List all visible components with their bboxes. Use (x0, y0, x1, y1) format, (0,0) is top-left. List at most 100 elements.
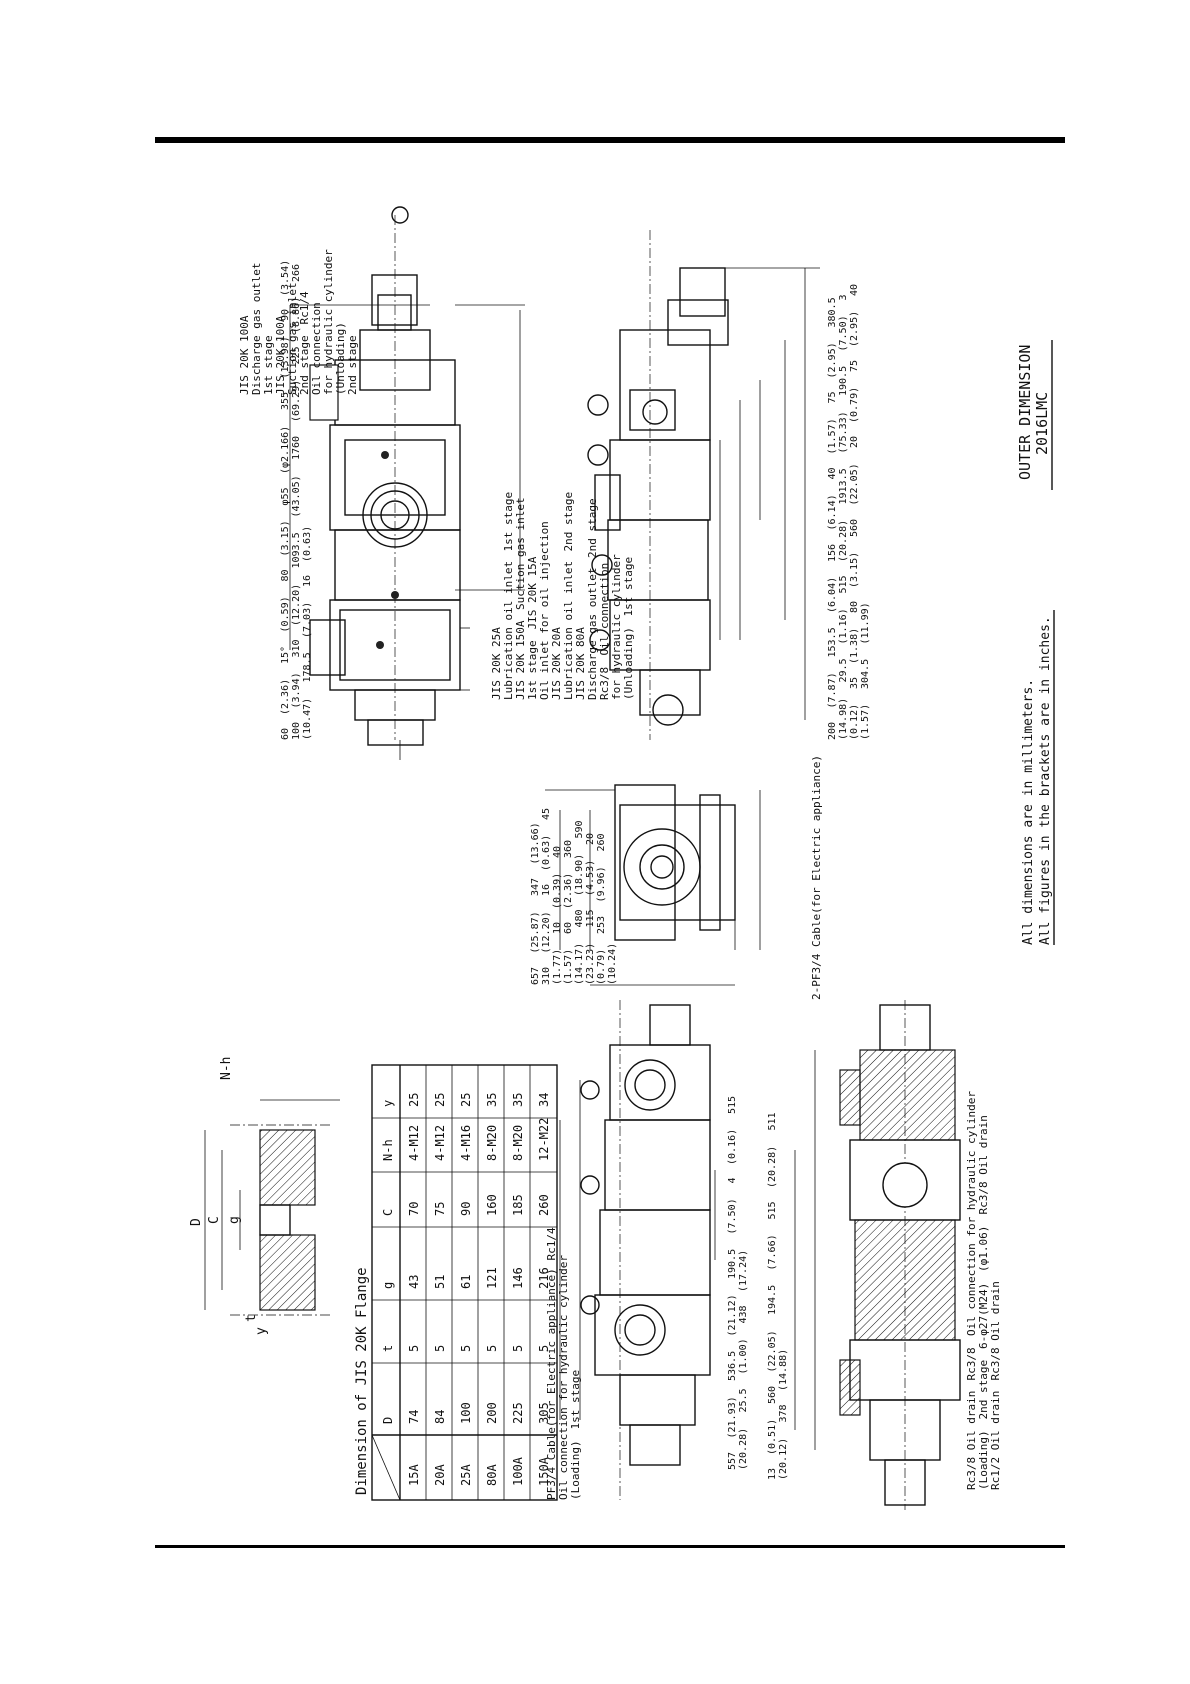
bottom-view-dim: (20.28) (738, 1428, 749, 1470)
end-view-dim: (18.90) (574, 854, 585, 896)
top-view-dim: (8.86) (291, 297, 302, 333)
side-view-label: Suction gas inlet (514, 497, 527, 610)
top-view-dim: (φ2.166) (280, 426, 291, 474)
flange-detail-label: D (189, 1218, 204, 1226)
flange-table-cell: 84 (433, 1410, 447, 1424)
end-view-dim: (0.79) (596, 949, 607, 985)
end-view-dim: (23.23) (585, 943, 596, 985)
flange-table-cell: 12-M22 (537, 1118, 551, 1161)
bottom-view-annotations: PF3/4 Cable(for Electric appliance)Rc1/4… (545, 1227, 582, 1500)
side-view-dim: (3.15) (849, 552, 860, 588)
side-view-label: for hydraulic cylinder (610, 554, 623, 700)
flange-detail (204, 1099, 340, 1316)
flange-table-cell: 100A (511, 1456, 525, 1486)
flange-detail-label: y (254, 1327, 269, 1335)
section-view-label: Rc3/8 Oil drain (989, 1281, 1002, 1380)
end-view-annotations: 2-PF3/4 Cable(for Electric appliance) (810, 755, 823, 1000)
side-view-dim: (7.50) (838, 315, 849, 351)
flange-table-cell: 146 (511, 1267, 525, 1289)
flange-table-cell: 225 (511, 1402, 525, 1424)
top-view-dim: 80 (280, 569, 291, 581)
flange-table-cell: 25 (433, 1093, 447, 1107)
flange-table-cell: 150A (537, 1456, 551, 1486)
flange-table-header: D (381, 1417, 395, 1424)
top-view-dim: (3.15) (280, 520, 291, 556)
side-view-dim: 75 (849, 360, 860, 372)
top-view-dim: 266 (291, 264, 302, 282)
bottom-view-dim: (7.50) (727, 1198, 738, 1234)
flange-table-cell: 75 (433, 1202, 447, 1216)
side-view-dim: (75.33) (838, 411, 849, 453)
end-view-dim: (14.17) (574, 943, 585, 985)
top-view-dim: 16 (302, 575, 313, 587)
note-inches: All figures in the brackets are in inche… (1038, 616, 1053, 945)
top-view-label: 2nd stage (298, 335, 311, 395)
top-view-dim: 90 (280, 309, 291, 321)
top-view-dim: (69.29) (291, 380, 302, 422)
bottom-view-label: PF3/4 Cable(for Electric appliance) (545, 1268, 558, 1500)
flange-table-cell: 70 (407, 1202, 421, 1216)
flange-table-cell: 15A (407, 1464, 421, 1486)
side-view-machine (587, 230, 820, 740)
side-view-label: Discharge gas outlet (586, 568, 599, 700)
side-view-dim: (2.95) (827, 342, 838, 378)
end-view-dim: 657 (530, 967, 541, 985)
side-view-dim: 515 (838, 575, 849, 593)
top-view-label: Discharge gas outlet (250, 263, 263, 395)
side-view-label: Rc3/8 (598, 667, 611, 700)
title-line-1: OUTER DIMENSION (1016, 345, 1034, 480)
end-view-dim: (25.87) (530, 911, 541, 953)
end-view-label: 2-PF3/4 Cable(for Electric appliance) (810, 755, 823, 1000)
flange-table-cell: 260 (537, 1194, 551, 1216)
side-view-label: (Unloading) (622, 627, 635, 700)
flange-table-header: t (381, 1345, 395, 1352)
flange-table-cell: 80A (485, 1464, 499, 1486)
side-view-dim: 40 (849, 284, 860, 296)
flange-detail-label: C (207, 1216, 222, 1224)
side-view-label: 2nd stage (586, 498, 599, 558)
flange-table-cell: 35 (511, 1093, 525, 1107)
top-view-dim: (12.20) (291, 584, 302, 626)
top-view-dim: 1760 (291, 436, 302, 460)
end-view-dim: 347 (530, 878, 541, 896)
side-view-dim: (1.57) (860, 704, 871, 740)
side-view-dim: 80 (849, 601, 860, 613)
bottom-view-dim: (17.24) (738, 1250, 749, 1292)
side-view-dim: (0.79) (849, 387, 860, 423)
section-view-label: Rc3/8 Oil drain (965, 1391, 978, 1490)
bottom-view-dim: 515 (727, 1096, 738, 1114)
flange-table-cell: 90 (459, 1202, 473, 1216)
side-view-dim: 35 (849, 677, 860, 689)
flange-table-cell: 185 (511, 1194, 525, 1216)
side-view-dim: (6.04) (827, 577, 838, 613)
top-view-machine (289, 206, 525, 760)
flange-table-cell: 5 (537, 1345, 551, 1352)
flange-table-cell: 305 (537, 1402, 551, 1424)
side-view-dim: 380.5 (827, 297, 838, 327)
end-view-dim: (1.77) (552, 949, 563, 985)
bottom-view-label: (Loading) (569, 1440, 582, 1500)
end-view-dim: 45 (541, 808, 552, 820)
end-view-dim: (1.57) (563, 949, 574, 985)
top-view-label: 1st stage (262, 335, 275, 395)
side-view-label: JIS 20K 80A (574, 627, 587, 700)
end-view-dim: 310 (541, 967, 552, 985)
side-view-dim: 1913.5 (838, 468, 849, 504)
end-view-dim: 260 (596, 833, 607, 851)
flange-detail-label: t (244, 1314, 259, 1322)
top-view-dimensions: 60(2.36)15°(0.59)80(3.15)φ55(φ2.166)355(… (280, 260, 313, 740)
flange-table-cell: 4-M12 (407, 1125, 421, 1161)
top-view-dim: 355 (280, 392, 291, 410)
note-millimeters: All dimensions are in millimeters. (1021, 679, 1036, 945)
side-view-dim: 304.5 (860, 659, 871, 689)
section-view-dim: (22.05) (767, 1330, 778, 1372)
end-view-dim: (4.53) (585, 860, 596, 896)
bottom-view-dim: 190.5 (727, 1249, 738, 1279)
top-view-dim: (3.94) (291, 672, 302, 708)
side-view-dim: (11.99) (860, 602, 871, 644)
bottom-view-dimensions: 557(21.93)536.5(21.12)190.5(7.50)4(0.16)… (727, 1096, 749, 1470)
bottom-view-dim: 438 (738, 1305, 749, 1323)
